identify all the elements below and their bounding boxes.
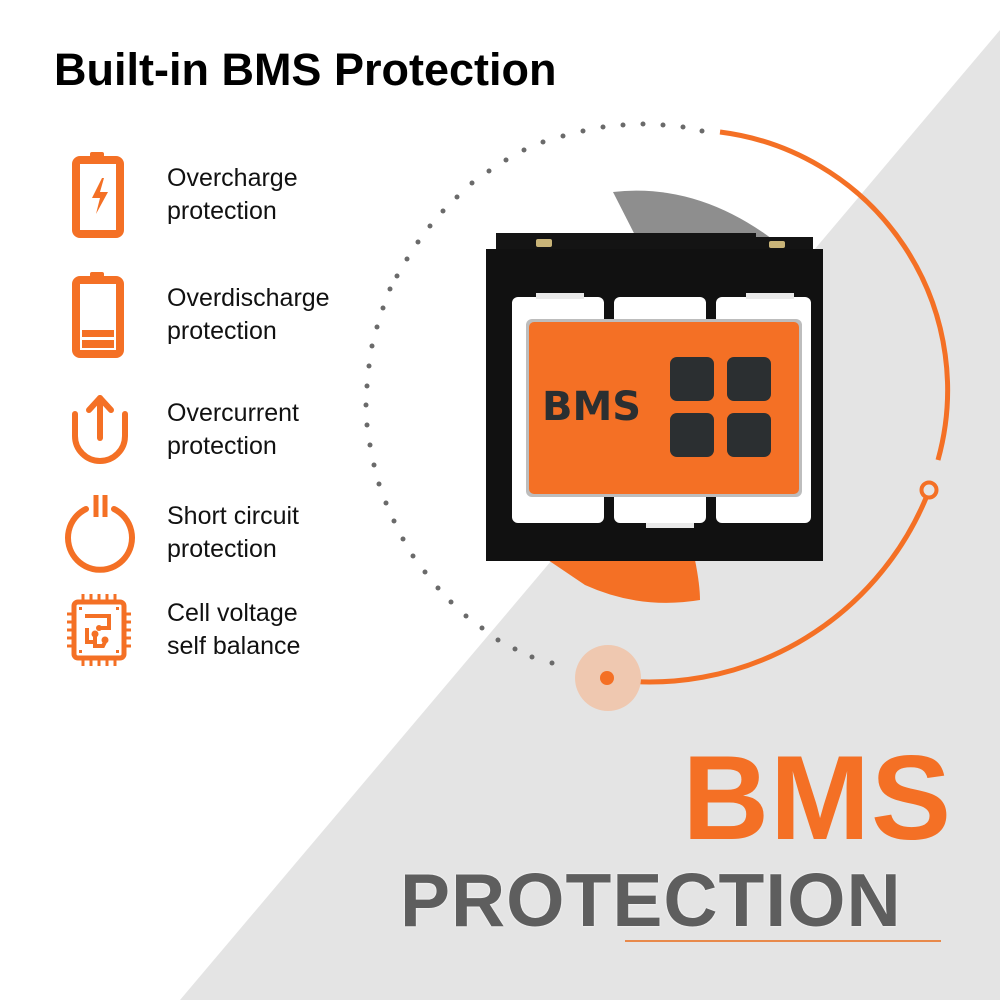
- feature-overcharge: Overcharge protection: [62, 152, 298, 238]
- feature-label: Overcurrent protection: [167, 399, 299, 460]
- power-icon: [62, 493, 138, 573]
- battery-illustration: [486, 233, 823, 561]
- terminal-right: [769, 241, 785, 248]
- feature-label: Short circuit protection: [167, 502, 299, 563]
- orange-arc-lower: [606, 497, 929, 685]
- battery-low-icon: [62, 272, 138, 358]
- headline-protection: PROTECTION: [400, 858, 902, 942]
- battery-charging-icon: [62, 152, 138, 238]
- feature-label: Overdischarge protection: [167, 284, 330, 345]
- feature-overcurrent: Overcurrent protection: [62, 390, 299, 470]
- orange-arc-upper: [719, 129, 951, 461]
- page-title: Built-in BMS Protection: [54, 44, 557, 95]
- headline-bms: BMS: [682, 731, 952, 865]
- orange-wedge: [548, 560, 700, 603]
- dotted-arc: [363, 121, 705, 666]
- feature-cell-balance: Cell voltage self balance: [62, 590, 300, 670]
- feature-overdischarge: Overdischarge protection: [62, 272, 330, 358]
- feature-label: Overcharge protection: [167, 164, 298, 225]
- feature-short-circuit: Short circuit protection: [62, 493, 299, 573]
- arrow-up-u-icon: [62, 390, 138, 470]
- bms-module-label: BMS: [542, 384, 642, 430]
- ring-node: [919, 480, 939, 500]
- endpoint-dot: [600, 671, 614, 685]
- gray-wedge: [613, 190, 780, 245]
- chip-circuit-icon: [62, 590, 138, 670]
- feature-label: Cell voltage self balance: [167, 599, 301, 660]
- terminal-left: [536, 239, 552, 247]
- headline-underline: [625, 940, 941, 942]
